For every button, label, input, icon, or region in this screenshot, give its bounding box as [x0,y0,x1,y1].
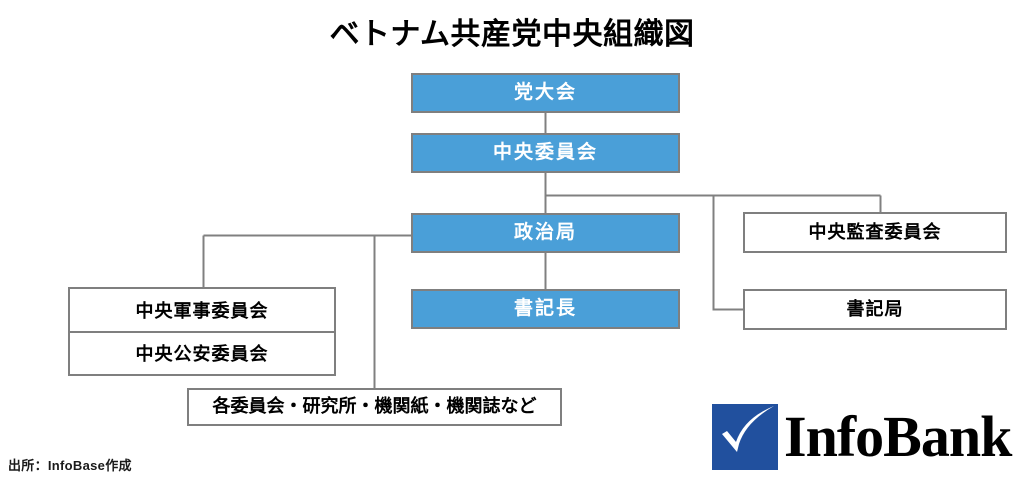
node-general-secretary[interactable]: 書記長 [411,289,680,329]
infobank-logo: InfoBank [712,404,1012,470]
node-party-congress[interactable]: 党大会 [411,73,680,113]
node-central-military-commission[interactable]: 中央軍事委員会 [135,300,269,321]
node-secretariat[interactable]: 書記局 [743,289,1007,330]
node-central-committee[interactable]: 中央委員会 [411,133,680,173]
node-group-military-public-security: 中央軍事委員会 中央公安委員会 [68,287,336,376]
page-title: ベトナム共産党中央組織図 [329,18,695,51]
source-note: 出所：InfoBase作成 [8,458,132,473]
logo-wordmark: InfoBank [784,404,1012,469]
check-mark-icon [712,404,778,470]
node-central-inspection-commission[interactable]: 中央監査委員会 [743,212,1007,253]
node-politburo[interactable]: 政治局 [411,213,680,253]
node-committees-institutes-publications[interactable]: 各委員会・研究所・機関紙・機関誌など [187,388,562,426]
node-central-public-security-commission[interactable]: 中央公安委員会 [70,330,334,375]
